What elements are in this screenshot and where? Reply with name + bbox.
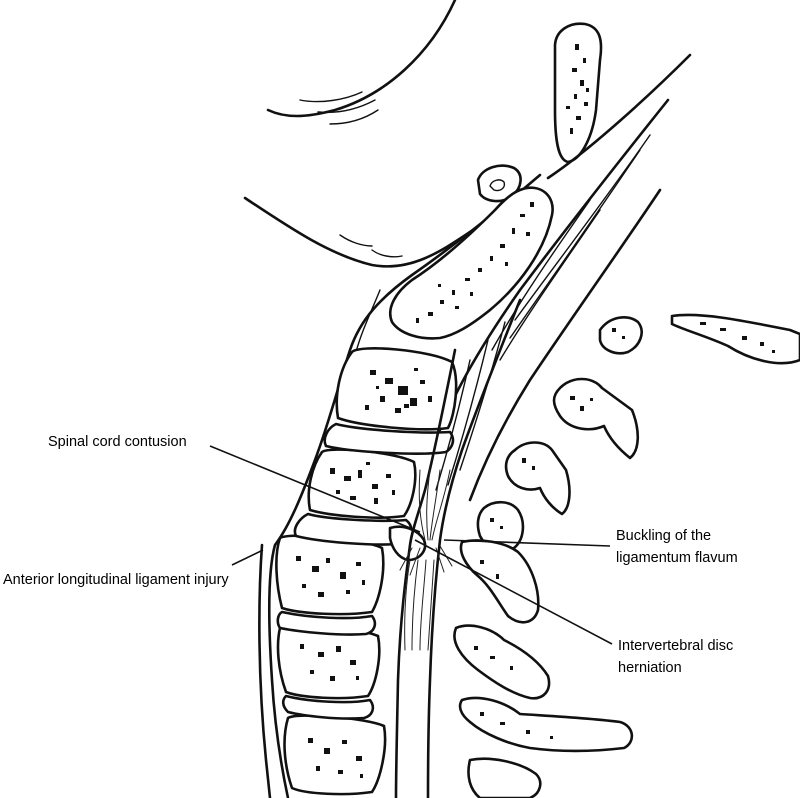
axis-vertebra xyxy=(389,186,554,340)
leader-lines xyxy=(209,445,613,645)
label-disc-line2: herniation xyxy=(618,660,682,676)
anterior-column-contour xyxy=(258,173,542,798)
label-spinal-cord-contusion: Spinal cord contusion xyxy=(48,434,187,450)
atlas-anterior-arch xyxy=(476,164,522,203)
label-disc-line1: Intervertebral disc xyxy=(618,638,733,654)
posterior-soft-tissue xyxy=(438,53,692,502)
leader-disc-herniation xyxy=(414,539,613,645)
bone-texture xyxy=(296,368,432,778)
leader-buckling xyxy=(443,539,611,547)
occipital-bone xyxy=(553,22,603,164)
posterior-bone-texture xyxy=(474,322,775,739)
label-buckling-line2: ligamentum flavum xyxy=(616,550,738,566)
intervertebral-discs xyxy=(276,422,455,720)
spinal-cord xyxy=(394,298,522,798)
label-buckling-line1: Buckling of the xyxy=(616,528,711,544)
leader-anterior-ligament xyxy=(231,549,264,566)
label-anterior-ligament: Anterior longitudinal ligament injury xyxy=(3,572,229,588)
leader-spinal-cord-contusion xyxy=(209,445,421,533)
